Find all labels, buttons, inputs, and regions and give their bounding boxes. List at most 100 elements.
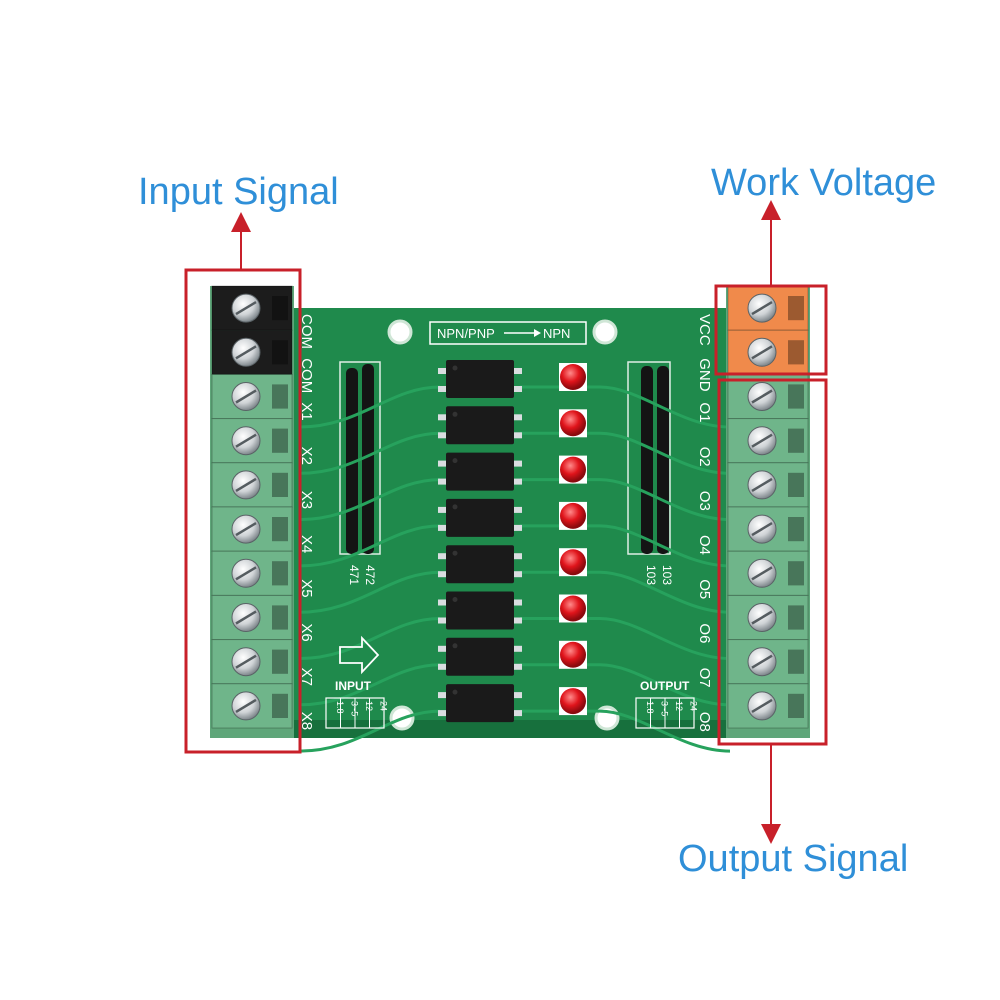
status-led bbox=[559, 455, 587, 484]
optocoupler-chip bbox=[438, 591, 522, 630]
terminal-label: X5 bbox=[298, 579, 315, 597]
terminal-label: VCC bbox=[696, 314, 713, 346]
input-board-label: INPUT bbox=[335, 679, 372, 693]
resistor-right-a-label: 103 bbox=[644, 565, 658, 585]
mode-target-text: NPN bbox=[543, 326, 570, 341]
resistor-left-b-label: 472 bbox=[363, 565, 377, 585]
terminal-label: O4 bbox=[696, 535, 713, 555]
terminal-label: COM bbox=[298, 358, 315, 393]
optocoupler-chip bbox=[438, 684, 522, 723]
terminal-label: O8 bbox=[696, 712, 713, 732]
trace bbox=[299, 431, 441, 475]
status-led bbox=[559, 594, 587, 623]
terminal-screw[interactable] bbox=[727, 594, 809, 641]
terminal-label: X3 bbox=[298, 491, 315, 509]
mode-arrowhead bbox=[534, 329, 541, 337]
terminal-screw[interactable] bbox=[727, 285, 809, 331]
resistor-right-b-label: 103 bbox=[660, 565, 674, 585]
terminal-screw[interactable] bbox=[727, 506, 809, 552]
trace bbox=[520, 385, 731, 429]
trace bbox=[520, 663, 731, 707]
output-signal-callout: Output Signal bbox=[678, 838, 909, 880]
terminal-label: O5 bbox=[696, 579, 713, 599]
status-led bbox=[559, 640, 587, 669]
trace bbox=[299, 478, 441, 522]
terminal-label: O1 bbox=[696, 402, 713, 422]
pcb-traces bbox=[299, 385, 731, 753]
output-terminal-block bbox=[726, 285, 810, 738]
terminal-screw[interactable] bbox=[211, 329, 293, 375]
terminal-label: X4 bbox=[298, 535, 315, 553]
terminal-screw[interactable] bbox=[211, 373, 293, 420]
optocoupler-chip bbox=[438, 498, 522, 537]
status-led bbox=[559, 363, 587, 391]
output-signal-highlight bbox=[717, 378, 828, 746]
optocoupler-chip bbox=[438, 637, 522, 676]
trace bbox=[299, 570, 441, 614]
optocoupler-group bbox=[438, 360, 522, 723]
optocoupler-chip bbox=[438, 406, 522, 445]
jumper-selector-right: 1.83~51224 bbox=[635, 697, 699, 729]
status-led bbox=[559, 687, 587, 716]
terminal-label: GND bbox=[696, 358, 713, 392]
terminal-screw[interactable] bbox=[211, 594, 293, 641]
terminal-label: X2 bbox=[298, 447, 315, 465]
jumper-selector-left: 1.83~51224 bbox=[325, 697, 389, 729]
terminal-label: X1 bbox=[298, 402, 315, 420]
input-signal-highlight bbox=[184, 268, 302, 754]
terminal-screw[interactable] bbox=[727, 550, 809, 596]
trace bbox=[299, 524, 441, 568]
terminal-screw[interactable] bbox=[211, 550, 293, 596]
terminal-screw[interactable] bbox=[727, 418, 809, 464]
terminal-screw[interactable] bbox=[727, 329, 809, 375]
resistor-network-right-b bbox=[657, 366, 669, 554]
terminal-label: O3 bbox=[696, 491, 713, 511]
trace bbox=[520, 709, 731, 753]
terminal-screw[interactable] bbox=[211, 639, 293, 685]
optocoupler-chip bbox=[438, 360, 522, 398]
trace bbox=[299, 709, 441, 753]
trace bbox=[299, 385, 441, 429]
input-direction-arrow bbox=[339, 635, 380, 675]
mode-label-box bbox=[429, 321, 587, 345]
terminal-screw[interactable] bbox=[211, 418, 293, 464]
terminal-screw[interactable] bbox=[727, 683, 809, 729]
jumper-value: 24 bbox=[689, 701, 699, 711]
optocoupler-chip bbox=[438, 545, 522, 584]
trace bbox=[520, 524, 731, 568]
terminal-screw[interactable] bbox=[211, 462, 293, 508]
jumper-value: 24 bbox=[379, 701, 389, 711]
terminal-screw[interactable] bbox=[211, 683, 293, 729]
terminal-label: X6 bbox=[298, 623, 315, 641]
input-signal-callout: Input Signal bbox=[138, 171, 339, 213]
terminal-label: O6 bbox=[696, 623, 713, 643]
resistor-outline-left bbox=[339, 361, 381, 555]
terminal-screw[interactable] bbox=[211, 285, 293, 331]
optocoupler-chip bbox=[438, 452, 522, 491]
mounting-hole bbox=[387, 319, 413, 345]
trace bbox=[520, 478, 731, 522]
resistor-left-a-label: 471 bbox=[347, 565, 361, 585]
terminal-screw[interactable] bbox=[727, 639, 809, 685]
terminal-screw[interactable] bbox=[727, 462, 809, 508]
trace bbox=[520, 431, 731, 475]
mounting-hole bbox=[592, 319, 618, 345]
status-led bbox=[559, 548, 587, 577]
terminal-label: X7 bbox=[298, 668, 315, 686]
terminal-label: O2 bbox=[696, 447, 713, 467]
terminal-label: X8 bbox=[298, 712, 315, 730]
terminal-label: O7 bbox=[696, 668, 713, 688]
trace bbox=[299, 663, 441, 707]
terminal-screw[interactable] bbox=[727, 373, 809, 420]
terminal-screw[interactable] bbox=[211, 506, 293, 552]
trace bbox=[520, 570, 731, 614]
trace bbox=[299, 617, 441, 660]
status-led bbox=[559, 409, 587, 438]
status-led bbox=[559, 501, 587, 530]
terminal-label: COM bbox=[298, 314, 315, 349]
pcb-edge-shade bbox=[248, 720, 746, 738]
mode-label-text: NPN/PNP bbox=[437, 326, 495, 341]
